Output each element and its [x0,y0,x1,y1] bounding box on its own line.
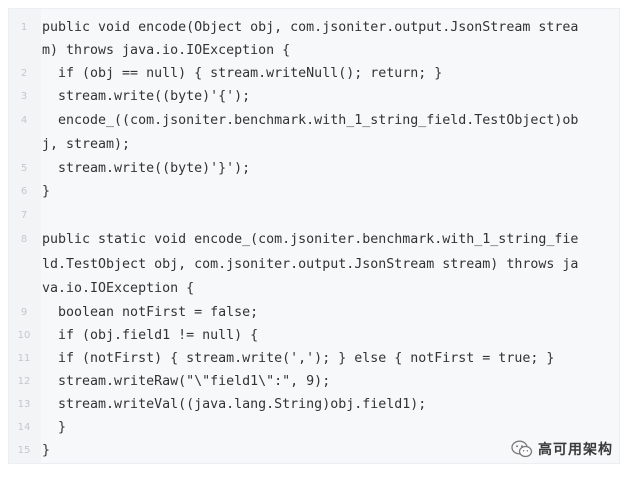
code-text: stream.writeRaw("\"field1\":", 9); [42,374,331,389]
code-line: 14 } [9,416,621,439]
code-line: 9 boolean notFirst = false; [9,301,621,324]
line-number: 5 [20,163,28,174]
code-text: public static void encode_(com.jsoniter.… [42,232,579,247]
watermark-text: 高可用架构 [538,442,613,458]
code-text: if (obj.field1 != null) { [42,328,259,343]
code-line: m) throws java.io.IOException { [9,39,621,62]
line-number: 3 [20,91,28,102]
line-number: 8 [20,234,28,245]
code-text: stream.write((byte)'}'); [42,161,251,176]
code-line: 13 stream.writeVal((java.lang.String)obj… [9,393,621,416]
code-line: 11 if (notFirst) { stream.write(','); } … [9,347,621,370]
code-text: m) throws java.io.IOException { [42,43,291,58]
code-text: } [42,443,51,458]
line-number: 2 [20,68,28,79]
line-number: 13 [17,399,31,410]
code-text: stream.writeVal((java.lang.String)obj.fi… [42,397,427,412]
code-line: 15 } [9,439,621,462]
code-line: 3 stream.write((byte)'{'); [9,85,621,108]
line-number: 9 [20,307,28,318]
code-text: ld.TestObject obj, com.jsoniter.output.J… [42,257,579,272]
code-text: } [42,420,67,435]
line-number: 14 [17,422,31,433]
wechat-icon [511,440,533,458]
code-line: 8 public static void encode_(com.jsonite… [9,228,621,251]
code-text: if (obj == null) { stream.writeNull(); r… [42,66,443,81]
line-number: 1 [20,22,28,33]
code-text: stream.write((byte)'{'); [42,89,251,104]
line-number: 10 [17,330,31,341]
code-text: public void encode(Object obj, com.jsoni… [42,20,579,35]
code-line: 5 stream.write((byte)'}'); [9,157,621,180]
code-line: 7 [9,204,621,227]
code-text: boolean notFirst = false; [42,305,259,320]
code-text: } [42,184,51,199]
code-line: j, stream); [9,133,621,156]
code-text: va.io.IOException { [42,281,195,296]
line-number: 15 [17,445,31,456]
watermark: 高可用架构 [511,438,613,460]
code-line: 6 } [9,180,621,203]
code-block: 1 public void encode(Object obj, com.jso… [8,8,620,464]
code-text: j, stream); [42,137,131,152]
code-line: 10 if (obj.field1 != null) { [9,324,621,347]
line-number: 7 [20,210,28,221]
line-number: 4 [20,115,28,126]
line-number: 11 [17,353,31,364]
code-line: 2 if (obj == null) { stream.writeNull();… [9,62,621,85]
line-number: 6 [20,186,28,197]
code-text: encode_((com.jsoniter.benchmark.with_1_s… [42,113,579,128]
line-number: 12 [17,376,31,387]
code-line: va.io.IOException { [9,277,621,300]
code-text: if (notFirst) { stream.write(','); } els… [42,351,555,366]
line-number-gutter [9,9,41,463]
code-line: 12 stream.writeRaw("\"field1\":", 9); [9,370,621,393]
code-line: ld.TestObject obj, com.jsoniter.output.J… [9,253,621,276]
code-line: 1 public void encode(Object obj, com.jso… [9,16,621,39]
code-line: 4 encode_((com.jsoniter.benchmark.with_1… [9,109,621,132]
